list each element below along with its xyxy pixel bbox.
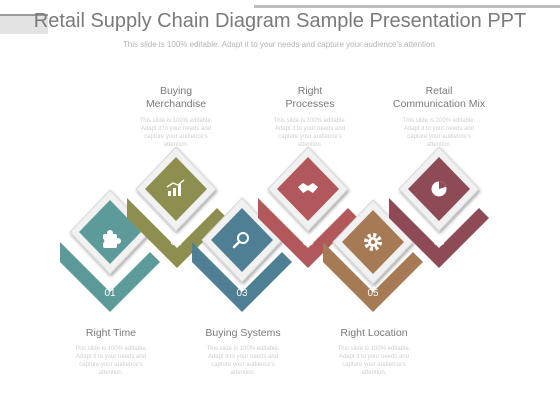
step-06-number: 06 [433, 237, 445, 248]
step-06-ribbon [389, 198, 489, 268]
step-06: 06 [389, 146, 489, 268]
step-03-diamond-inner [211, 208, 273, 272]
step-04-label: Right Processes [285, 85, 335, 110]
step-02-ribbon [127, 198, 227, 268]
step-02-number: 02 [170, 237, 182, 248]
pie-chart-icon [431, 181, 447, 197]
step-04-ribbon [258, 198, 358, 268]
step-02-desc: This slide is 100% editable. Adapt it to… [139, 118, 213, 148]
step-01-desc: This slide is 100% editable. Adapt it to… [74, 346, 148, 376]
bar-chart-icon [166, 179, 185, 196]
step-03-desc: This slide is 100% editable. Adapt it to… [206, 346, 280, 376]
puzzle-icon [99, 230, 121, 248]
handshake-icon [298, 183, 318, 193]
step-04: 04 [258, 146, 358, 268]
slide-title: Retail Supply Chain Diagram Sample Prese… [33, 10, 527, 32]
step-03-ribbon [192, 242, 292, 312]
step-01-number: 01 [104, 288, 116, 299]
step-01-label: Right Time [85, 327, 137, 339]
step-02: 02 [127, 146, 227, 268]
step-01-ribbon [60, 242, 160, 312]
gear-icon [364, 233, 382, 251]
step-05-number: 05 [367, 288, 379, 299]
header-accent-block [0, 16, 48, 34]
step-01: 01 [60, 189, 160, 312]
step-03-number: 03 [236, 288, 248, 299]
step-03-label: Buying Systems [205, 327, 281, 339]
step-04-number: 04 [302, 237, 314, 248]
step-05-label: Right Location [340, 327, 408, 339]
step-06-desc: This slide is 100% editable. Adapt it to… [402, 118, 476, 148]
step-05-desc: This slide is 100% editable. Adapt it to… [337, 346, 411, 376]
step-04-desc: This slide is 100% editable. Adapt it to… [273, 118, 347, 148]
header-accent-line [0, 14, 48, 16]
magnifier-icon [232, 232, 249, 249]
step-06-label: Retail Communication Mix [392, 85, 486, 110]
slide-subtitle: This slide is 100% editable. Adapt it to… [122, 40, 438, 49]
step-03: 03 [192, 197, 292, 312]
step-02-label: Buying Merchandise [145, 85, 207, 110]
step-05: 05 [323, 199, 423, 312]
header-rule [254, 5, 560, 8]
step-05-ribbon [323, 242, 423, 312]
